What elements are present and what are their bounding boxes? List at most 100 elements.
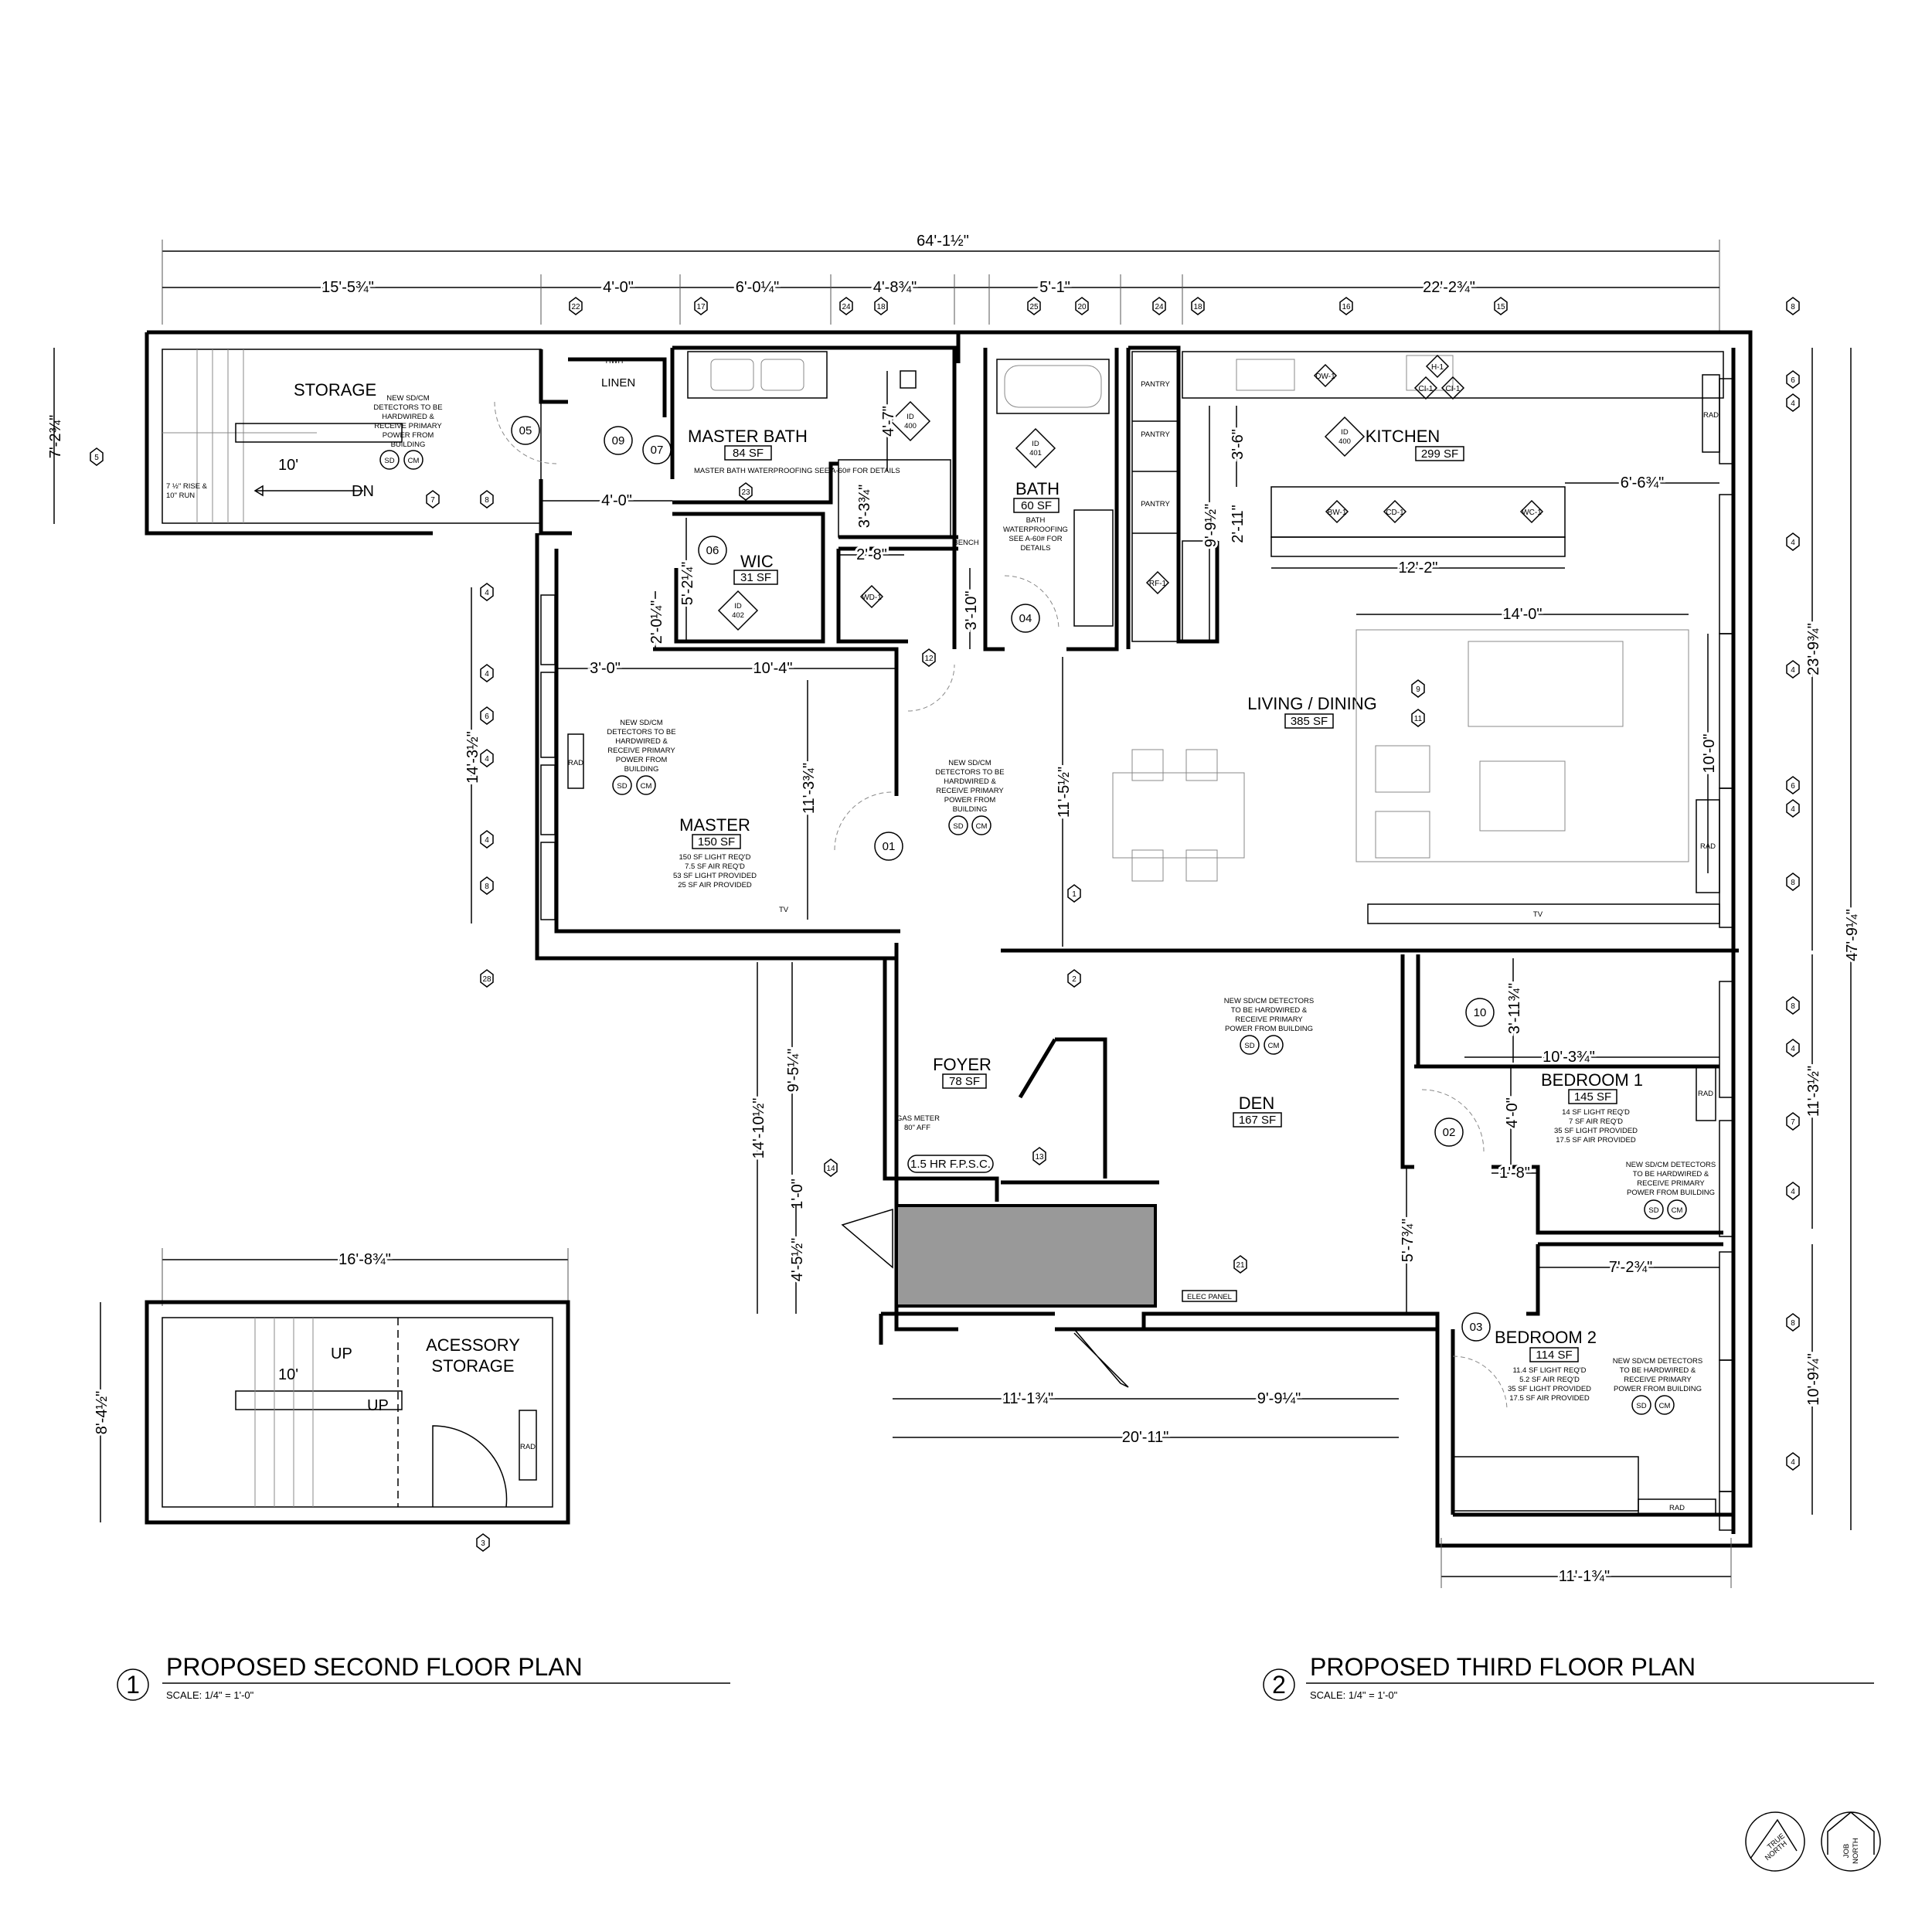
svg-text:3: 3 (481, 1539, 485, 1548)
plan2-num: 2 (1272, 1671, 1286, 1699)
sdcm-master-3: HARDWIRED & (615, 737, 668, 746)
room-bath: BATH (1015, 479, 1060, 498)
sdcm-b1-1: NEW SD/CM DETECTORS (1626, 1161, 1716, 1169)
sdcm-b2-1: NEW SD/CM DETECTORS (1613, 1357, 1702, 1366)
svg-text:2: 2 (1072, 975, 1077, 984)
area-bedroom2: 114 SF (1536, 1349, 1572, 1362)
rad-master: RAD (568, 759, 583, 767)
dim-d5: 5'-1" (1039, 279, 1070, 296)
area-master-bath: 84 SF (733, 447, 764, 460)
dim-b2-111: 11'-1¾" (1559, 1568, 1610, 1585)
cm-b2: CM (1659, 1402, 1671, 1410)
sd-hall: SD (953, 822, 963, 831)
svg-text:6: 6 (1791, 376, 1795, 385)
callout-5: 5 (90, 447, 104, 466)
dim-mb-h: 4'-7" (880, 406, 897, 437)
sdcm-den-2: TO BE HARDWIRED & (1231, 1006, 1308, 1015)
sdcm-b2-3: RECEIVE PRIMARY (1624, 1376, 1692, 1384)
storage-stair: 7 ½" RISE & 10" RUN 10' DN (162, 349, 403, 523)
master-l3: 53 SF LIGHT PROVIDED (673, 872, 757, 880)
sdcm-storage-2: DETECTORS TO BE (373, 403, 442, 412)
dim-bot2011: 20'-11" (1122, 1429, 1169, 1446)
dim-k663: 6'-6¾" (1621, 474, 1665, 492)
master-l1: 150 SF LIGHT REQ'D (679, 853, 751, 862)
sdcm-master-4: RECEIVE PRIMARY (607, 747, 675, 755)
callout-16: 16 (1339, 297, 1353, 315)
dim-k211: 2'-11" (1230, 505, 1247, 543)
svg-text:5: 5 (94, 454, 99, 462)
svg-text:28: 28 (482, 975, 492, 984)
door-swings (494, 401, 1508, 1411)
svg-text:24: 24 (842, 303, 851, 311)
svg-text:16: 16 (1342, 303, 1351, 311)
dim-f954: 9'-5¼" (785, 1049, 802, 1093)
b1-l4: 17.5 SF AIR PROVIDED (1556, 1136, 1636, 1145)
area-den: 167 SF (1239, 1114, 1276, 1127)
tag-bw: BW-1 (1328, 509, 1347, 517)
dim-l100: 10'-0" (1701, 734, 1718, 774)
callout-20: 20 (1075, 297, 1089, 315)
tag-wd: WD-1 (862, 594, 882, 602)
area-kitchen: 299 SF (1421, 447, 1458, 461)
callout-15: 15 (1494, 297, 1508, 315)
callout-8e: 8 (480, 490, 494, 509)
id-tag-4-a: ID (734, 602, 742, 611)
equipment-tags: DW-1 H-1 CI-1 CI-1 BW-1 CD-1 WC-1 WD-1 R… (859, 354, 1544, 609)
acc-ten: 10' (278, 1366, 298, 1383)
svg-text:25: 25 (1029, 303, 1039, 311)
pantry-1: PANTRY (1141, 380, 1170, 389)
room-den: DEN (1239, 1094, 1274, 1113)
callout-4k: 4 (480, 830, 494, 849)
id-tag-4-b: 402 (732, 611, 744, 620)
gas-meter-2: 80" AFF (904, 1124, 930, 1132)
svg-text:9: 9 (1416, 685, 1420, 694)
door-tag-09: 09 (612, 434, 625, 447)
callout-23: 23 (739, 482, 753, 501)
north-arrows: TRUE NORTH JOB NORTH (1745, 1811, 1881, 1872)
cm-master: CM (641, 782, 652, 791)
svg-text:4: 4 (485, 755, 489, 764)
cm-hall: CM (976, 822, 988, 831)
sdcm-master-6: BUILDING (624, 765, 659, 774)
sdcm-master-1: NEW SD/CM (620, 719, 663, 727)
dim-f452: 4'-5½" (789, 1238, 806, 1282)
callout-25: 25 (1027, 297, 1041, 315)
svg-text:23: 23 (741, 488, 750, 497)
room-wic: WIC (740, 552, 774, 571)
sdcm-hall-6: BUILDING (953, 805, 988, 814)
callout-22: 22 (569, 297, 583, 315)
svg-text:11: 11 (1414, 715, 1423, 723)
callout-4d: 4 (1786, 799, 1800, 818)
callout-8d: 8 (1786, 1313, 1800, 1332)
b1-l1: 14 SF LIGHT REQ'D (1562, 1108, 1630, 1117)
b2-l1: 11.4 SF LIGHT REQ'D (1513, 1366, 1587, 1375)
acc-up-2: UP (367, 1397, 389, 1414)
door-tag-10: 10 (1474, 1006, 1487, 1019)
room-master-bath: MASTER BATH (688, 427, 808, 446)
callout-6a: 6 (1786, 370, 1800, 389)
id-tag-2-b: 401 (1029, 449, 1042, 457)
interior-dimensions: 7'-2¾" 4'-0" 4'-7" 3'-3¾" 5'-2¼" 2'-0¼" … (47, 348, 1863, 1588)
cm-storage: CM (408, 457, 420, 465)
callout-18b: 18 (1191, 297, 1205, 315)
door-tag-06: 06 (706, 544, 719, 557)
plan1-title: PROPOSED SECOND FLOOR PLAN (166, 1653, 583, 1681)
plan2-title: PROPOSED THIRD FLOOR PLAN (1310, 1653, 1696, 1681)
fpsc-label: 1.5 HR F.P.S.C. (910, 1158, 991, 1171)
svg-text:4: 4 (1791, 1045, 1795, 1053)
sdcm-storage-6: BUILDING (391, 440, 426, 449)
callout-28: 28 (480, 969, 494, 988)
svg-text:8: 8 (1791, 303, 1795, 311)
room-bedroom2: BEDROOM 2 (1495, 1328, 1597, 1347)
pantry-2: PANTRY (1141, 430, 1170, 439)
callout-8c: 8 (1786, 996, 1800, 1015)
id-tags: ID 400 ID 401 ID 400 ID 402 (717, 400, 1366, 631)
door-tag-04: 04 (1019, 612, 1032, 625)
dim-acc-h: 8'-4½" (94, 1391, 111, 1435)
dim-three0: 3'-0" (590, 660, 621, 677)
svg-text:18: 18 (1193, 303, 1202, 311)
dim-b2-72: 7'-2¾" (1609, 1259, 1653, 1276)
sdcm-storage-5: POWER FROM (383, 431, 434, 440)
callout-2: 2 (1067, 969, 1081, 988)
callout-13: 13 (1032, 1147, 1046, 1165)
